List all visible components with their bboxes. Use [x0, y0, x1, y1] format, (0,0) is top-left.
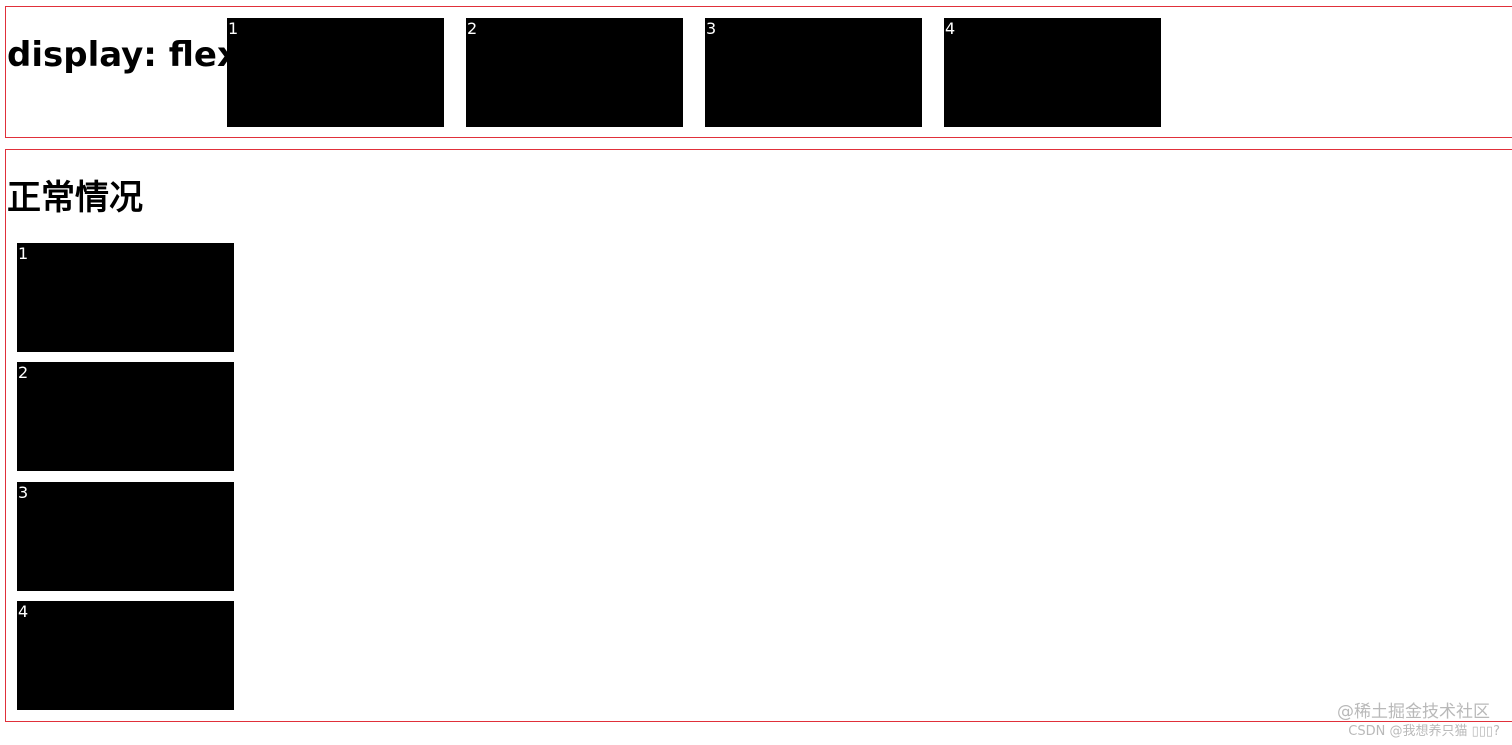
- flex-box-3: 3: [705, 18, 922, 127]
- normal-box-4: 4: [17, 601, 234, 710]
- flex-section-heading: display: flex: [7, 35, 239, 75]
- flex-box-1: 1: [227, 18, 444, 127]
- normal-box-1: 1: [17, 243, 234, 352]
- flex-box-2: 2: [466, 18, 683, 127]
- flex-box-4: 4: [944, 18, 1161, 127]
- flex-demo-section: display: flex 1 2 3 4: [5, 6, 1512, 138]
- normal-box-3: 3: [17, 482, 234, 591]
- watermark-csdn: CSDN @我想养只猫 ▯▯▯?: [1348, 724, 1500, 739]
- watermark-juejin: @稀土掘金技术社区: [1337, 702, 1490, 722]
- normal-section-heading: 正常情况: [7, 178, 143, 218]
- normal-demo-section: 正常情况 1 2 3 4: [5, 149, 1512, 722]
- normal-box-2: 2: [17, 362, 234, 471]
